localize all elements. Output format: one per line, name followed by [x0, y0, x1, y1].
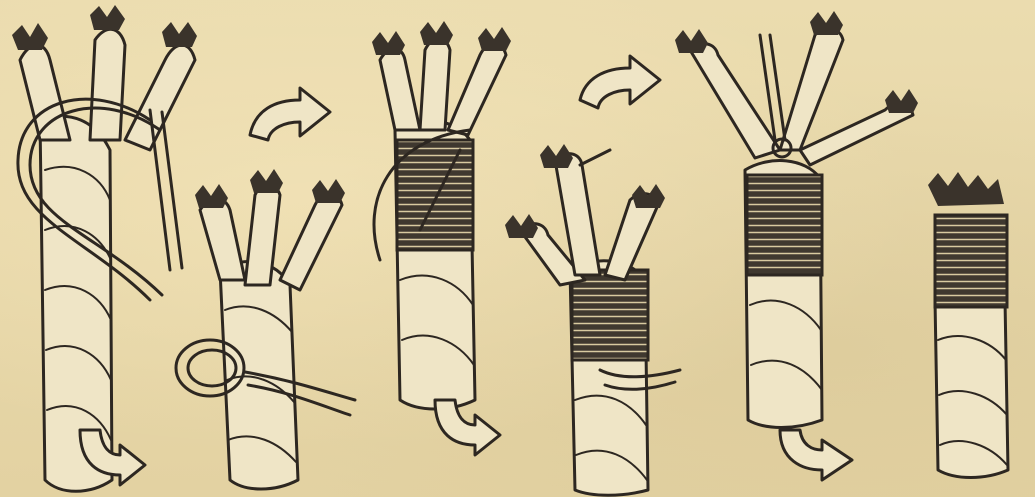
finished-whipped-rope-icon [928, 172, 1008, 478]
rope-ends-pulled-tight-icon [675, 11, 918, 428]
curved-arrow-icon [250, 88, 330, 140]
curved-arrow-icon [435, 400, 500, 455]
curved-arrow-icon [780, 430, 852, 480]
rope-strands-tucked-icon [505, 144, 680, 495]
rope-turns-being-wrapped-icon [372, 21, 511, 409]
curved-arrow-icon [580, 56, 660, 108]
rope-with-cord-loop-icon [12, 5, 197, 491]
rope-with-cord-bight-icon [176, 169, 355, 489]
